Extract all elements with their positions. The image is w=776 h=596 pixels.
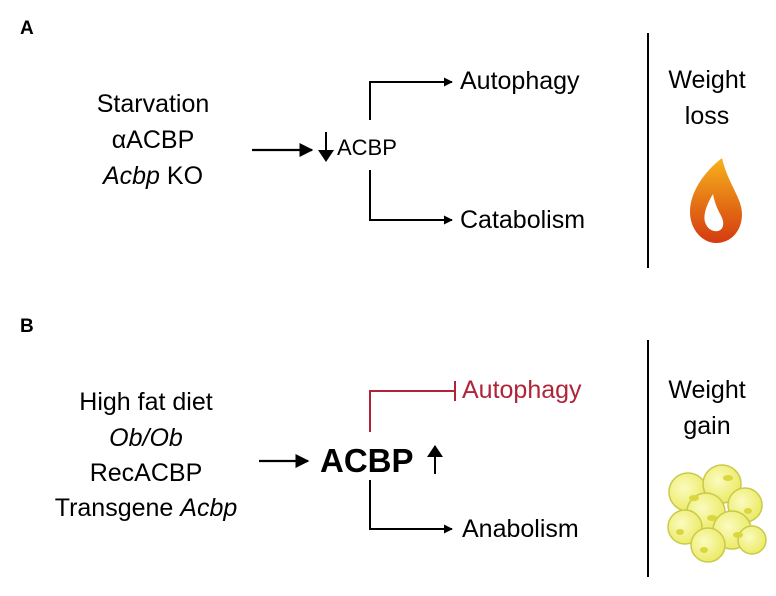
panel-a: A Starvation αACBP Acbp KO ACBP Autophag… — [20, 18, 746, 268]
input-acbp-ko: Acbp KO — [101, 162, 203, 190]
fat-cells-icon — [667, 464, 767, 563]
arrow-to-autophagy-a — [369, 77, 453, 120]
acbp-label-a: ACBP — [337, 135, 397, 160]
panel-a-letter: A — [20, 18, 34, 39]
flame-icon — [690, 158, 742, 243]
outcome-loss: loss — [685, 102, 729, 130]
input-transgene-prefix: Transgene — [55, 494, 181, 522]
outcome-weight-a: Weight — [668, 66, 745, 94]
panel-a-inputs: Starvation αACBP Acbp KO — [97, 90, 210, 190]
panel-b: B High fat diet Ob/Ob RecACBP Transgene … — [20, 316, 767, 577]
outcome-gain: gain — [683, 412, 730, 440]
acbp-label-b: ACBP — [320, 442, 414, 479]
input-ob-ob: Ob/Ob — [109, 424, 183, 452]
input-acbp-ko-suffix: KO — [160, 162, 203, 190]
input-high-fat-diet: High fat diet — [79, 388, 212, 416]
input-transgene-gene: Acbp — [178, 494, 237, 522]
input-rec-acbp: RecACBP — [90, 459, 203, 487]
output-anabolism-b: Anabolism — [462, 515, 579, 543]
output-autophagy-a: Autophagy — [460, 67, 580, 95]
panel-b-inputs: High fat diet Ob/Ob RecACBP Transgene Ac… — [55, 388, 238, 522]
arrow-to-catabolism-a — [369, 170, 453, 225]
output-catabolism-a: Catabolism — [460, 206, 585, 234]
panel-b-letter: B — [20, 316, 34, 337]
acbp-down-arrow-icon — [318, 132, 334, 162]
inhibition-line-to-autophagy-b — [369, 390, 455, 432]
input-transgene-acbp: Transgene Acbp — [55, 494, 238, 522]
arrow-to-anabolism-b — [369, 480, 453, 534]
input-starvation: Starvation — [97, 90, 210, 118]
input-acbp-ko-gene: Acbp — [101, 162, 160, 190]
input-anti-acbp: αACBP — [112, 126, 195, 154]
output-autophagy-b: Autophagy — [462, 376, 582, 404]
outcome-weight-b: Weight — [668, 376, 745, 404]
acbp-up-arrow-icon — [427, 445, 443, 474]
